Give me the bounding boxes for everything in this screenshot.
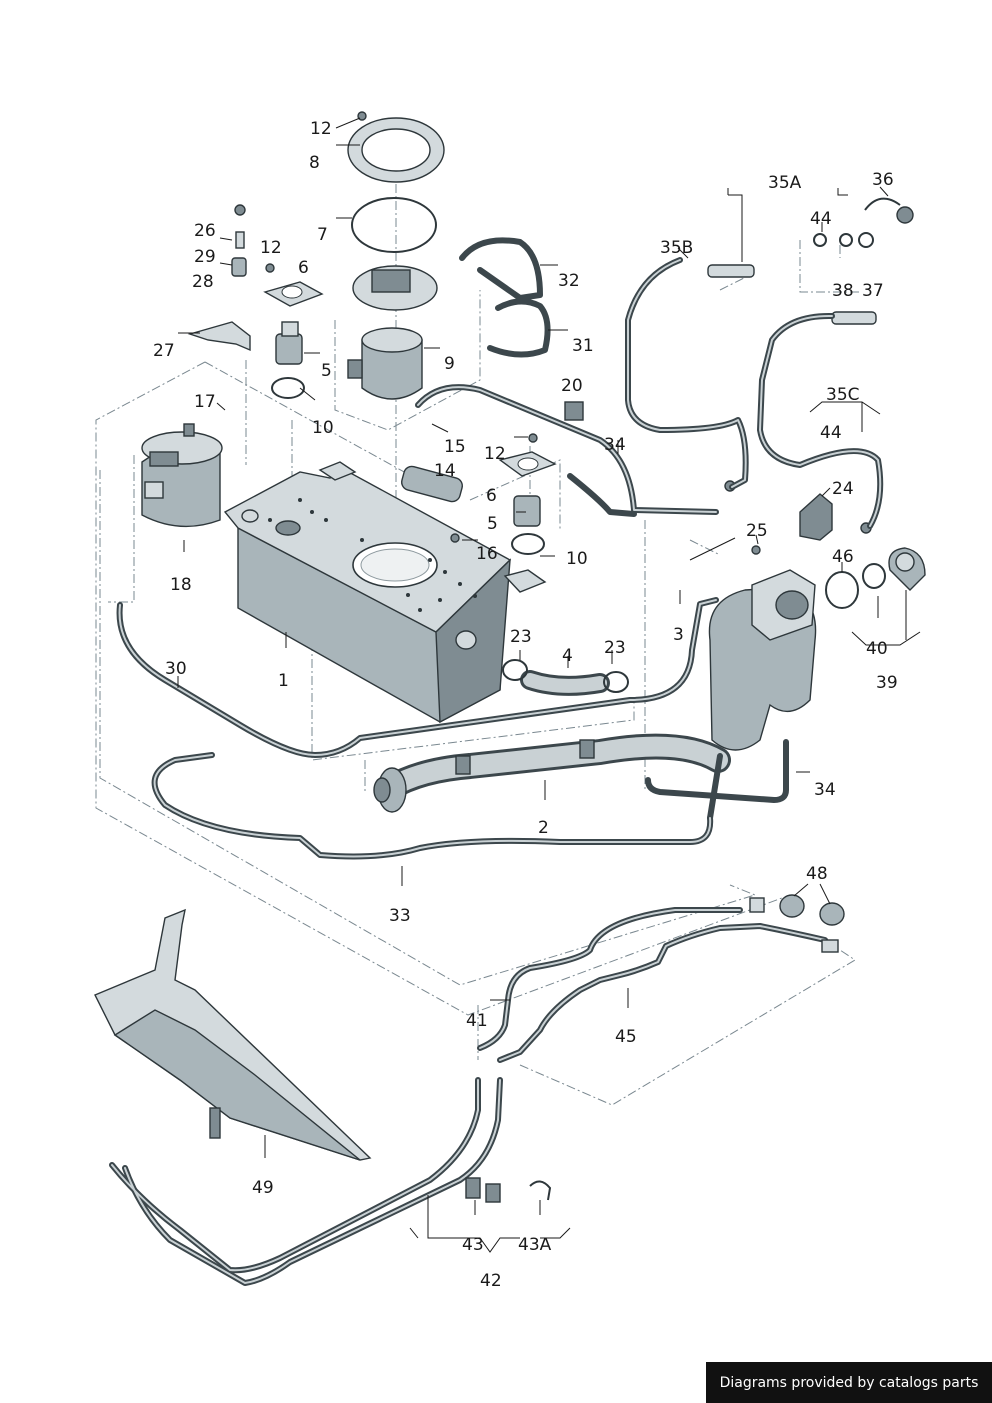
fuel-pump-module [347,265,438,400]
callout-44-top: 44 [810,209,832,229]
credit-text: Diagrams provided by catalogs parts [719,1374,979,1391]
charcoal-canister [141,423,223,528]
callout-10-right: 10 [566,549,588,569]
callout-27: 27 [153,341,175,361]
callout-38: 38 [832,281,854,301]
callout-23-left: 23 [510,627,532,647]
callout-5-right: 5 [487,514,498,534]
callout-36: 36 [872,170,894,190]
callout-2: 2 [538,818,549,838]
heat-shield [94,908,372,1161]
callout-10-top: 10 [312,418,334,438]
callout-40: 40 [866,639,888,659]
callout-leaders [177,117,921,1253]
callout-29: 29 [194,247,216,267]
callout-1: 1 [278,671,289,691]
callout-35c: 35C [826,385,860,405]
callout-35b: 35B [660,238,693,258]
callout-34-lower: 34 [814,780,836,800]
callout-30: 30 [165,659,187,679]
callout-35a: 35A [768,173,802,193]
callout-7: 7 [317,225,328,245]
callout-labels: 12 8 7 26 29 28 12 6 27 5 10 9 32 31 17 … [153,119,898,1291]
fuel-tank [223,461,547,724]
callout-45: 45 [615,1027,637,1047]
callout-48: 48 [806,864,828,884]
callout-18: 18 [170,575,192,595]
callout-26: 26 [194,221,216,241]
callout-14: 14 [434,461,456,481]
filler-pipe [373,733,731,813]
callout-46: 46 [832,547,854,567]
callout-42: 42 [480,1271,502,1291]
callout-12-mid: 12 [260,238,282,258]
filler-neck-housing [708,547,926,751]
callout-31: 31 [572,336,594,356]
callout-24: 24 [832,479,854,499]
callout-49: 49 [252,1178,274,1198]
callout-5-top: 5 [321,361,332,381]
callout-43: 43 [462,1235,484,1255]
callout-16: 16 [476,544,498,564]
callout-9: 9 [444,354,455,374]
callout-8: 8 [309,153,320,173]
callout-12-right: 12 [484,444,506,464]
callout-3: 3 [673,625,684,645]
callout-34-upper: 34 [604,435,626,455]
callout-39: 39 [876,673,898,693]
callout-23-right: 23 [604,638,626,658]
callout-15: 15 [444,437,466,457]
callout-37: 37 [862,281,884,301]
callout-25: 25 [746,521,768,541]
callout-6-top: 6 [298,258,309,278]
callout-6-right: 6 [486,486,497,506]
connecting-hose [502,659,629,696]
callout-17: 17 [194,392,216,412]
callout-12-top: 12 [310,119,332,139]
callout-20: 20 [561,376,583,396]
small-components [187,111,877,555]
callout-28: 28 [192,272,214,292]
fuel-lines [109,237,884,1286]
callout-44-right: 44 [820,423,842,443]
callout-33: 33 [389,906,411,926]
callout-43a: 43A [518,1235,552,1255]
callout-41: 41 [466,1011,488,1031]
credit-banner: Diagrams provided by catalogs parts [706,1362,992,1403]
callout-4: 4 [562,646,573,666]
callout-32: 32 [558,271,580,291]
